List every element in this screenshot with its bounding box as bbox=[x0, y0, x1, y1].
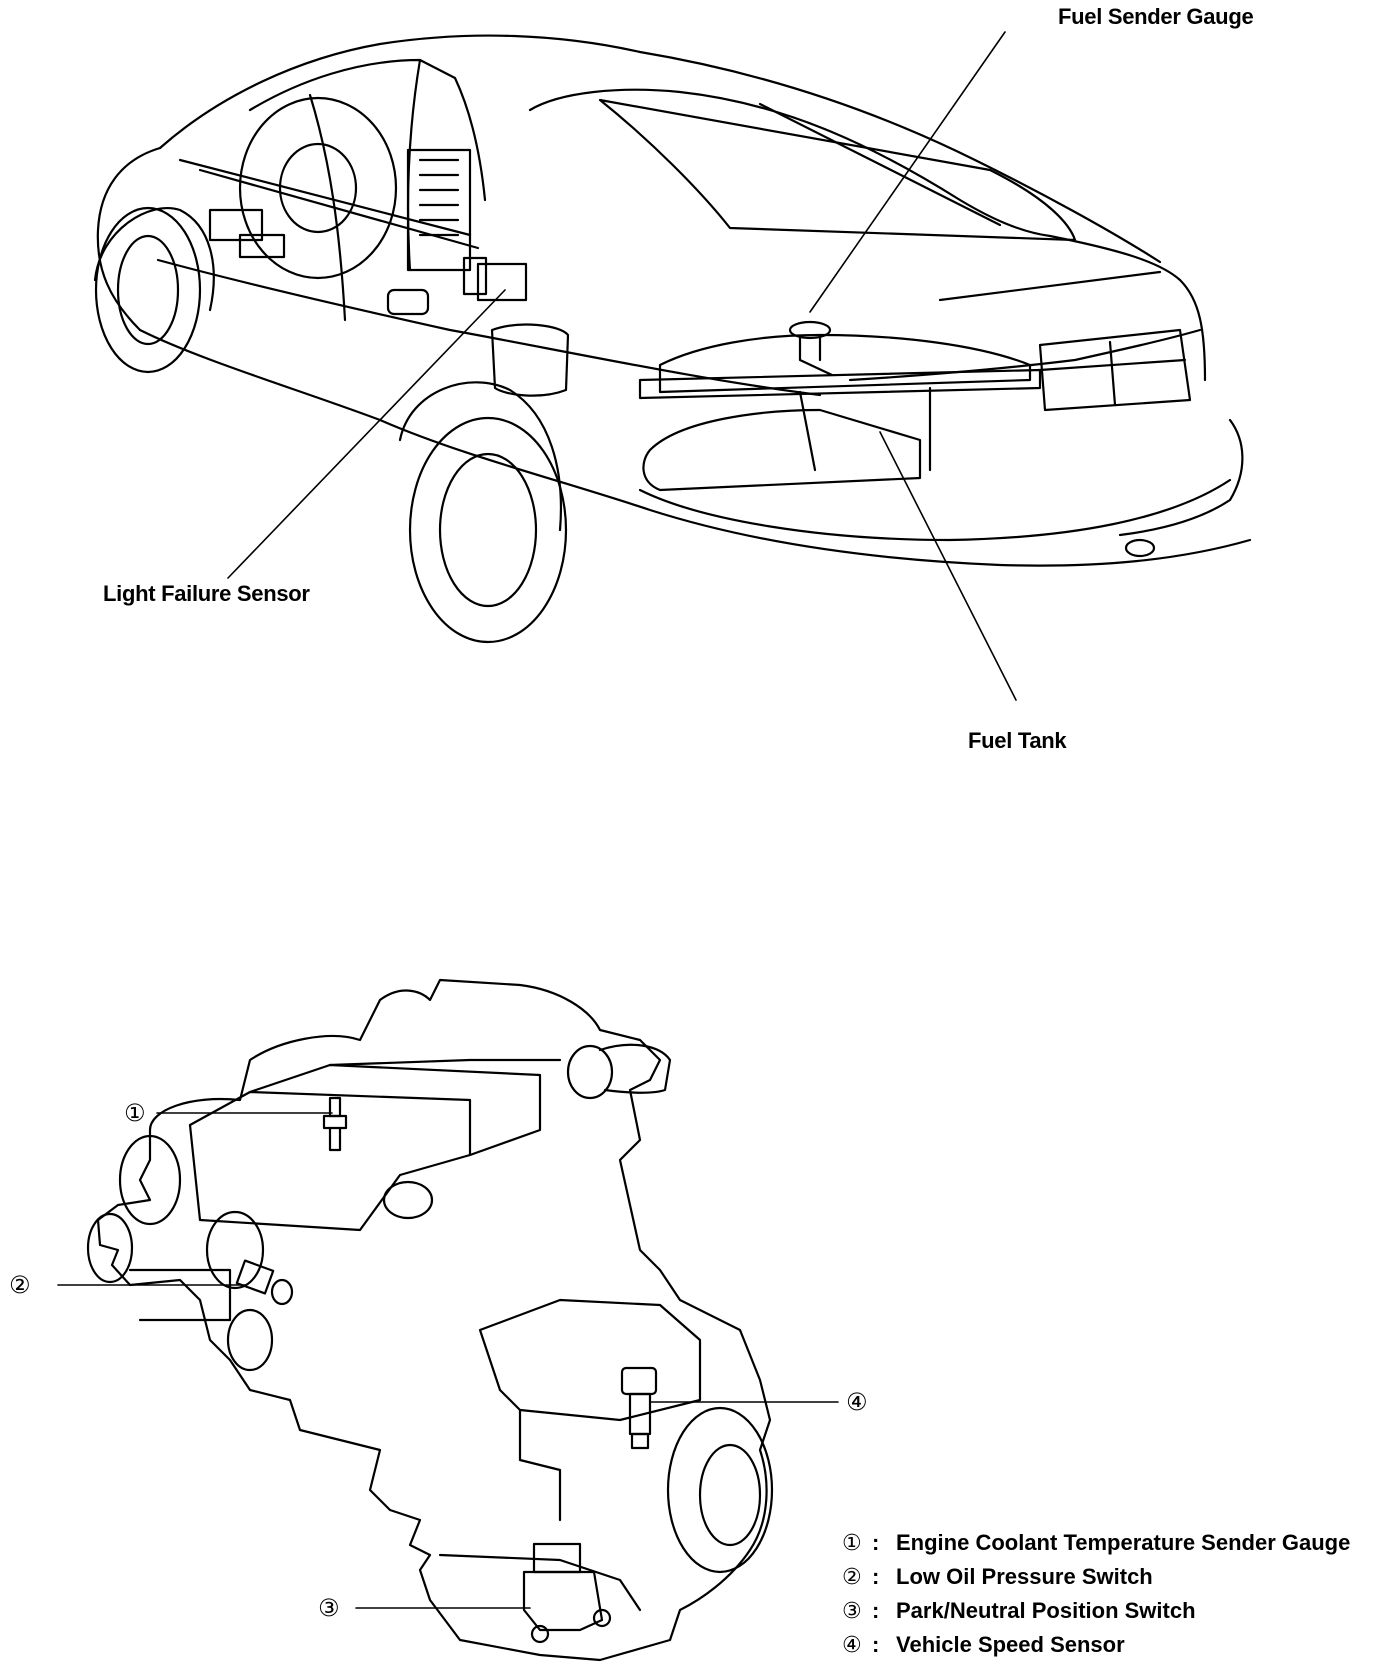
legend-text: Vehicle Speed Sensor bbox=[896, 1632, 1125, 1657]
legend-text: Park/Neutral Position Switch bbox=[896, 1598, 1196, 1623]
legend-separator: : bbox=[872, 1530, 880, 1555]
legend-separator: : bbox=[872, 1564, 880, 1589]
fuel-tank-label: Fuel Tank bbox=[968, 728, 1067, 753]
callout-number-3: ③ bbox=[318, 1594, 340, 1622]
legend-item: ④ : Vehicle Speed Sensor bbox=[842, 1628, 1350, 1662]
car-drawing bbox=[93, 34, 1252, 644]
legend-text: Low Oil Pressure Switch bbox=[896, 1564, 1153, 1589]
callout-number-4: ④ bbox=[846, 1388, 868, 1416]
legend-item: ① : Engine Coolant Temperature Sender Ga… bbox=[842, 1526, 1350, 1560]
callout-number-2: ② bbox=[9, 1271, 31, 1299]
legend-number: ① bbox=[842, 1530, 862, 1556]
legend-separator: : bbox=[872, 1632, 880, 1657]
light-failure-sensor-label: Light Failure Sensor bbox=[103, 581, 310, 606]
legend-item: ② : Low Oil Pressure Switch bbox=[842, 1560, 1350, 1594]
legend-number: ④ bbox=[842, 1632, 862, 1658]
legend-number: ③ bbox=[842, 1598, 862, 1624]
legend-number: ② bbox=[842, 1564, 862, 1590]
legend-item: ③ : Park/Neutral Position Switch bbox=[842, 1594, 1350, 1628]
legend: ① : Engine Coolant Temperature Sender Ga… bbox=[842, 1526, 1350, 1662]
engine-leader-lines bbox=[57, 1112, 839, 1609]
fuel-sender-gauge-label: Fuel Sender Gauge bbox=[1058, 4, 1254, 29]
callout-number-1: ① bbox=[124, 1099, 146, 1127]
legend-separator: : bbox=[872, 1598, 880, 1623]
legend-text: Engine Coolant Temperature Sender Gauge bbox=[896, 1530, 1351, 1555]
engine-drawing bbox=[86, 978, 774, 1662]
car-leader-lines bbox=[227, 31, 1017, 701]
